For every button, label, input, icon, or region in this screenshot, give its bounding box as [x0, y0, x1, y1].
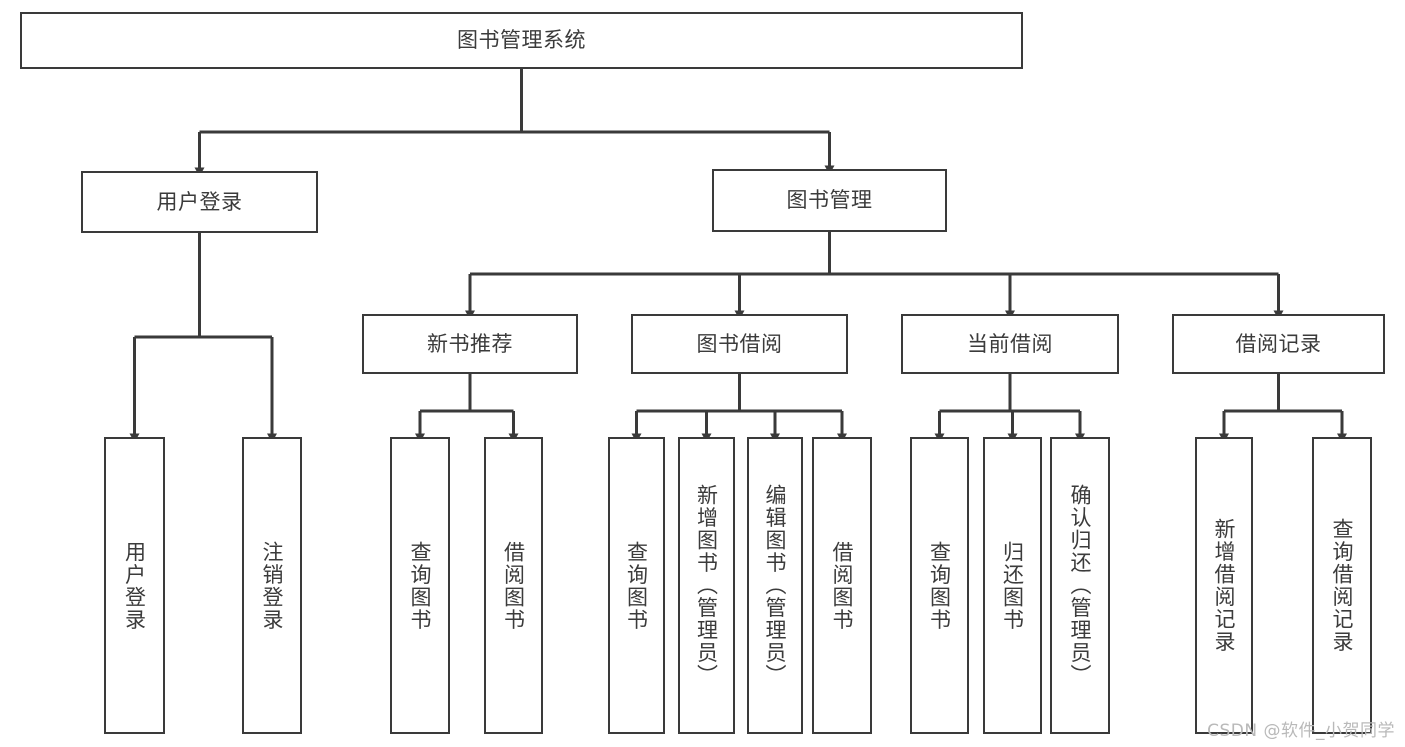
leaf-node-box: 新增图书（管理员） [678, 437, 735, 734]
leaf-node-label: 查询图书 [927, 540, 952, 631]
level2-node-label: 图书借阅 [696, 331, 783, 356]
leaf-node-box: 用户登录 [104, 437, 165, 734]
leaf-node-box: 查询图书 [608, 437, 665, 734]
leaf-node-box: 注销登录 [242, 437, 302, 734]
leaf-node-box: 借阅图书 [812, 437, 872, 734]
level2-node-box: 新书推荐 [362, 314, 578, 374]
leaf-node-label: 用户登录 [122, 540, 147, 631]
level2-node-label: 当前借阅 [967, 331, 1053, 356]
leaf-node-box: 新增借阅记录 [1195, 437, 1253, 734]
leaf-node-box: 确认归还（管理员） [1050, 437, 1110, 734]
level1-node-box: 图书管理 [712, 169, 947, 232]
level1-node-box: 用户登录 [81, 171, 318, 233]
leaf-node-box: 查询图书 [910, 437, 969, 734]
leaf-node-label: 借阅图书 [830, 540, 855, 631]
leaf-node-label: 新增借阅记录 [1212, 518, 1237, 653]
level2-node-box: 图书借阅 [631, 314, 848, 374]
level1-node-label: 用户登录 [156, 189, 243, 214]
leaf-node-label: 新增图书（管理员） [694, 484, 719, 687]
leaf-node-label: 归还图书 [1000, 540, 1025, 631]
leaf-node-label: 查询图书 [408, 540, 433, 631]
leaf-node-label: 注销登录 [260, 540, 285, 631]
leaf-node-box: 查询图书 [390, 437, 450, 734]
leaf-node-label: 查询借阅记录 [1330, 518, 1355, 653]
level2-node-box: 当前借阅 [901, 314, 1119, 374]
leaf-node-label: 编辑图书（管理员） [763, 484, 788, 687]
watermark-label: CSDN @软件_小贺同学 [1207, 721, 1395, 741]
leaf-node-label: 借阅图书 [501, 540, 526, 631]
leaf-node-box: 编辑图书（管理员） [747, 437, 803, 734]
level2-node-label: 新书推荐 [427, 331, 513, 356]
level1-node-label: 图书管理 [786, 188, 873, 213]
root-box: 图书管理系统 [20, 12, 1023, 69]
leaf-node-box: 查询借阅记录 [1312, 437, 1372, 734]
level2-node-box: 借阅记录 [1172, 314, 1385, 374]
root-label: 图书管理系统 [457, 28, 586, 53]
leaf-node-box: 借阅图书 [484, 437, 543, 734]
leaf-node-label: 确认归还（管理员） [1068, 484, 1093, 687]
level2-node-label: 借阅记录 [1235, 331, 1322, 356]
leaf-node-label: 查询图书 [624, 540, 649, 631]
leaf-node-box: 归还图书 [983, 437, 1042, 734]
